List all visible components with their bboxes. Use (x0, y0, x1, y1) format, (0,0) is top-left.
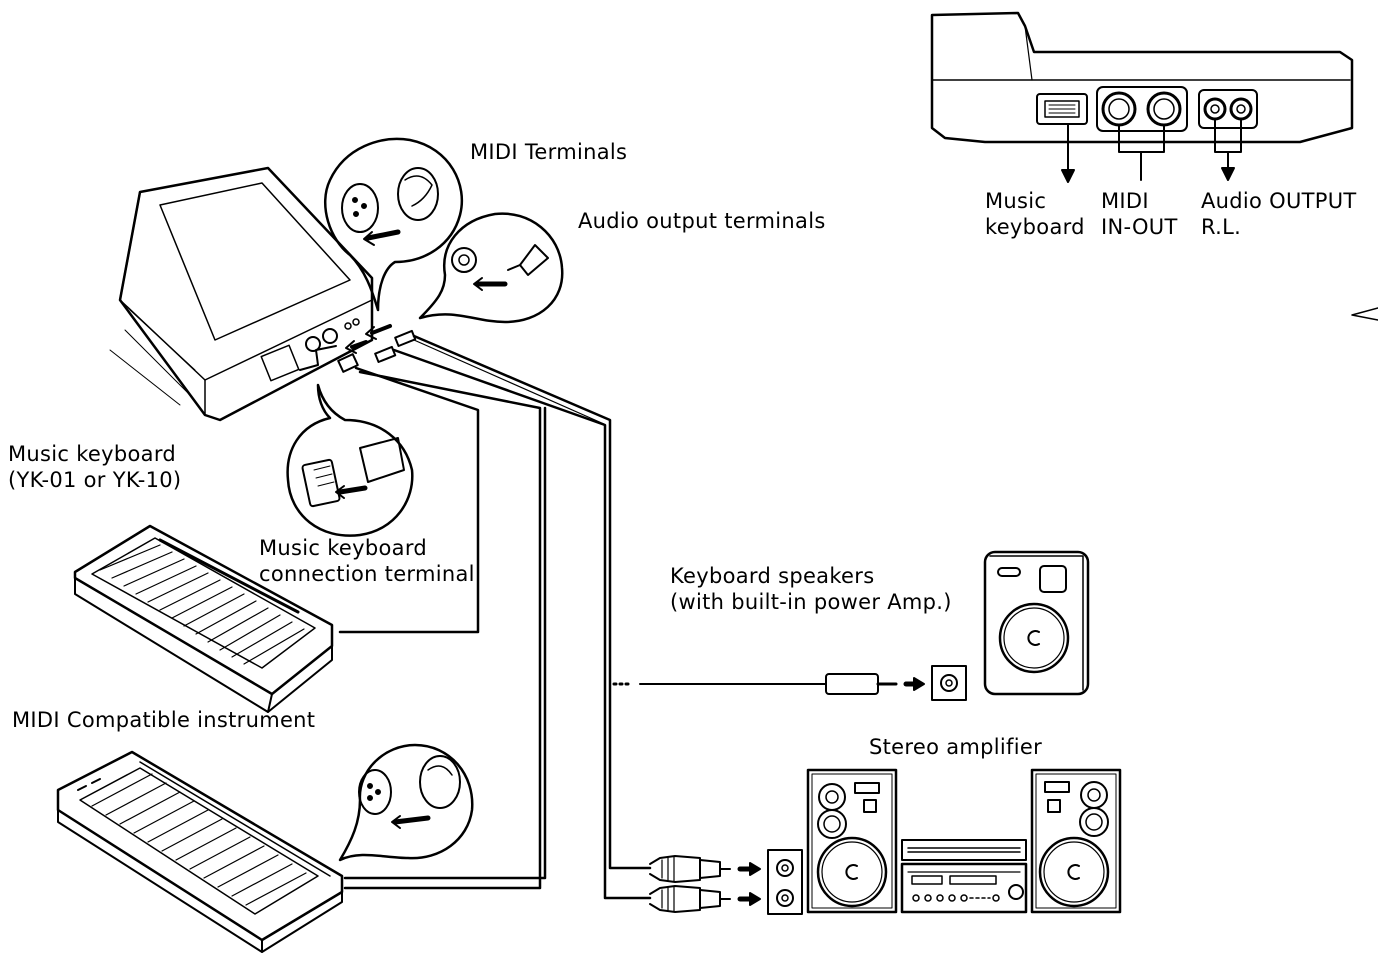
rear-midi-label-line2: IN-OUT (1101, 215, 1178, 239)
midi-instrument-label: MIDI Compatible instrument (12, 708, 316, 732)
audio-terminal-callout (418, 212, 564, 324)
rear-music-keyboard-label-line1: Music (985, 189, 1047, 213)
audio-output-terminals-label: Audio output terminals (578, 209, 826, 233)
midi-terminal-callout (323, 137, 464, 312)
music-keyboard-label-line1: Music keyboard (8, 442, 177, 466)
main-unit (109, 166, 374, 422)
rear-audio-label-line1: Audio OUTPUT (1201, 189, 1357, 213)
rear-music-keyboard-label-line2: keyboard (985, 215, 1085, 239)
keyboard-terminal-callout (286, 383, 414, 537)
midi-terminals-label: MIDI Terminals (470, 140, 628, 164)
rear-panel-unit (930, 11, 1354, 183)
rear-midi-label-line1: MIDI (1101, 189, 1149, 213)
connection-terminal-label-line2: connection terminal (259, 562, 475, 586)
midi-instrument-illustration (56, 750, 344, 953)
connection-terminal-label-line1: Music keyboard (259, 536, 428, 560)
rca-plugs (649, 849, 803, 915)
keyboard-speakers-label-line2: (with built-in power Amp.) (670, 590, 952, 614)
stereo-amplifier-label: Stereo amplifier (869, 735, 1043, 759)
rear-audio-label-line2: R.L. (1201, 215, 1242, 239)
keyboard-speakers-label-line1: Keyboard speakers (670, 564, 875, 588)
unit-connectors (299, 324, 417, 373)
music-keyboard-illustration (73, 524, 334, 713)
keyboard-speaker-illustration (983, 550, 1090, 696)
music-keyboard-label-line2: (YK-01 or YK-10) (8, 468, 182, 492)
stereo-system-illustration (806, 768, 1122, 914)
edge-mark (1351, 307, 1378, 321)
mono-jack (825, 665, 967, 701)
cables (338, 334, 826, 900)
instrument-midi-callout (338, 743, 474, 862)
